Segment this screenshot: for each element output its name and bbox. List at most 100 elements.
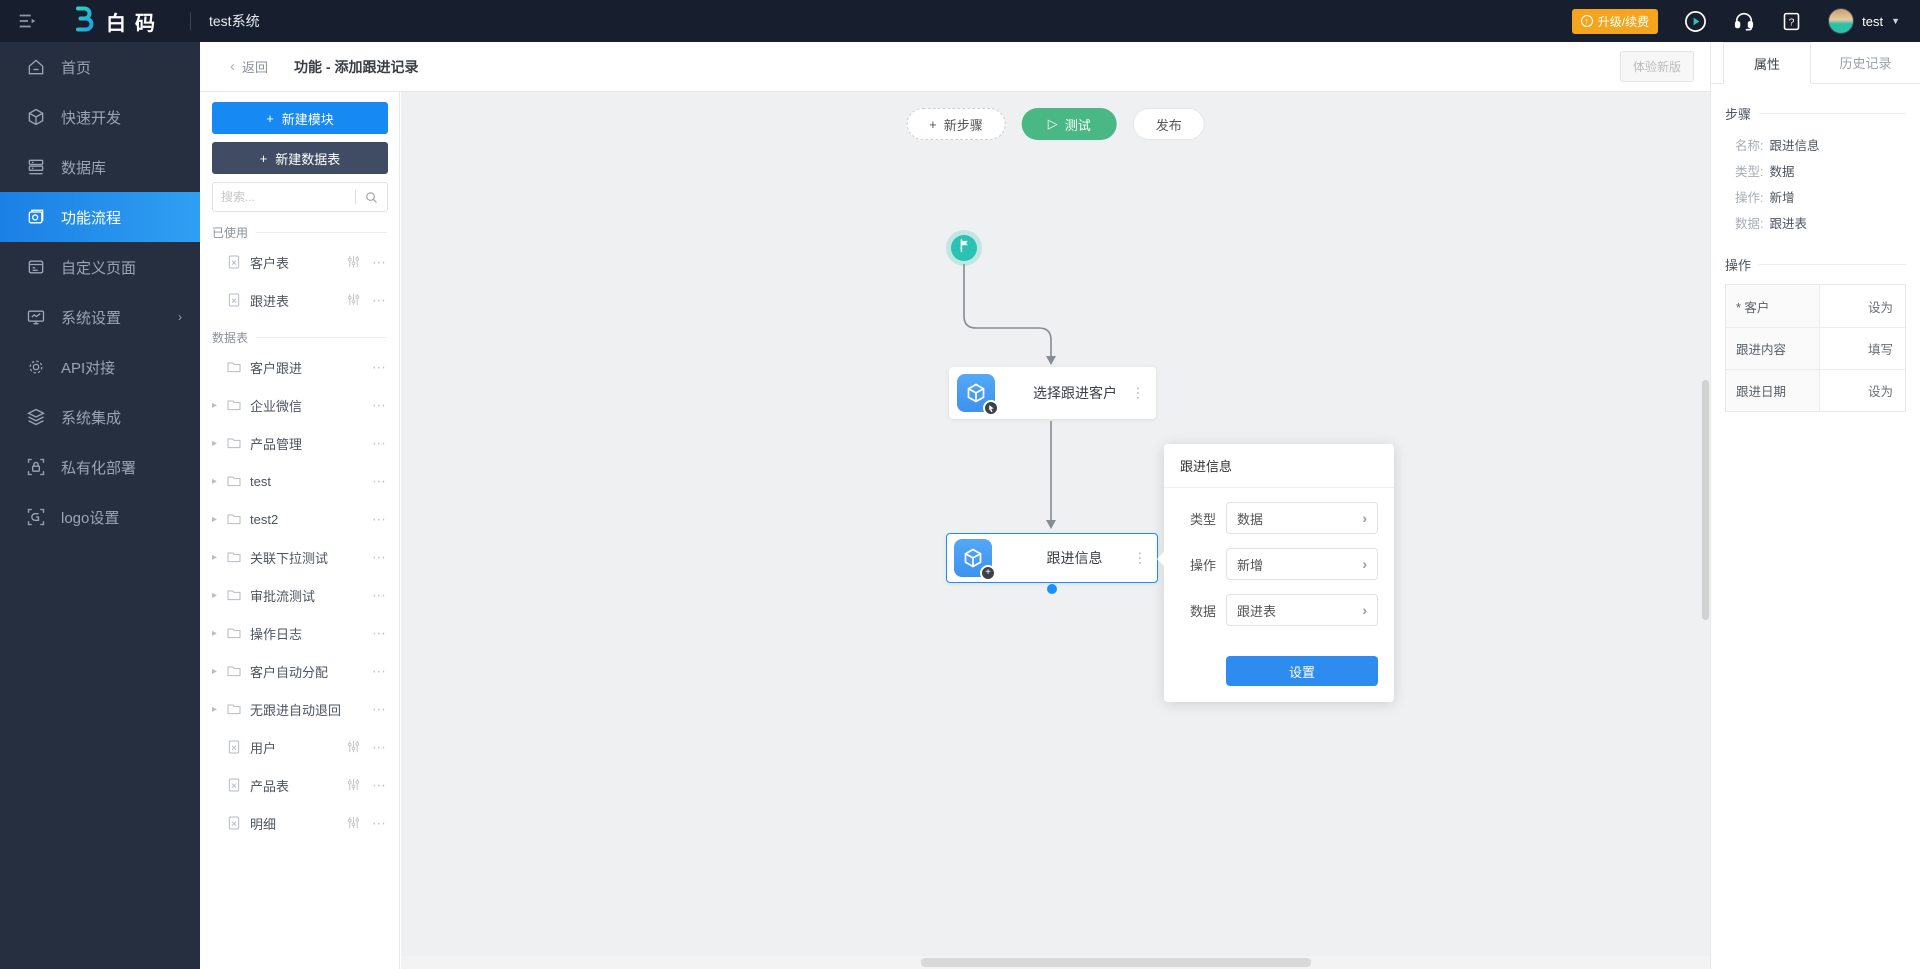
sidebar-item-api[interactable]: API对接 [0,342,200,392]
flow-canvas[interactable]: + 新步骤 ▷ 测试 发布 选择跟进客户 [401,92,1710,969]
search-input[interactable] [221,190,355,204]
sidebar-item-system-settings[interactable]: 系统设置 › [0,292,200,342]
sliders-icon[interactable] [346,739,362,755]
caret-icon[interactable]: ▸ [212,437,218,449]
list-item-folder[interactable]: ▸ test ⋯ [212,462,387,500]
caret-icon[interactable]: ▸ [212,399,218,411]
sidebar-item-logo-settings[interactable]: logo设置 [0,492,200,542]
sliders-icon[interactable] [346,777,362,793]
item-label: 客户自动分配 [250,664,329,680]
list-item-file[interactable]: 用户 ⋯ [212,728,387,766]
brand-logo[interactable]: 白码 [70,6,164,37]
list-item-file[interactable]: 产品表 ⋯ [212,766,387,804]
horizontal-scrollbar-track[interactable] [401,956,1710,969]
sidebar-item-quick-dev[interactable]: 快速开发 [0,92,200,142]
node-menu-icon[interactable]: ⋮ [1131,384,1145,401]
sidebar-item-database[interactable]: 数据库 [0,142,200,192]
sidebar-item-private-deploy[interactable]: 私有化部署 [0,442,200,492]
sidebar-item-integration[interactable]: 系统集成 [0,392,200,442]
more-icon[interactable]: ⋯ [372,434,387,451]
folder-icon [226,435,242,451]
user-menu[interactable]: test ▼ [1828,8,1900,34]
sidebar-item-flows[interactable]: 功能流程 [0,192,200,242]
node-followup-info[interactable]: + 跟进信息 ⋮ [946,533,1158,583]
new-table-button[interactable]: + 新建数据表 [212,142,388,174]
sidebar-collapse-icon[interactable] [0,10,56,32]
new-step-button[interactable]: + 新步骤 [906,108,1006,140]
sidebar-item-home[interactable]: 首页 [0,42,200,92]
list-item-folder[interactable]: ▸ 企业微信 ⋯ [212,386,387,424]
more-icon[interactable]: ⋯ [372,396,387,413]
more-icon[interactable]: ⋯ [372,291,387,308]
new-table-label: 新建数据表 [275,151,341,167]
nav-label: 数据库 [61,159,107,177]
list-item-folder[interactable]: ▸ 产品管理 ⋯ [212,424,387,462]
settings-button[interactable]: 设置 [1226,656,1378,686]
sidebar-item-custom-pages[interactable]: 自定义页面 [0,242,200,292]
list-item-folder[interactable]: ▸ 操作日志 ⋯ [212,614,387,652]
node-menu-icon[interactable]: ⋮ [1133,549,1147,566]
node-select-customer[interactable]: 选择跟进客户 ⋮ [949,367,1156,419]
more-icon[interactable]: ⋯ [372,510,387,527]
list-item-folder[interactable]: ▸ 关联下拉测试 ⋯ [212,538,387,576]
start-node[interactable] [951,235,977,261]
more-icon[interactable]: ⋯ [372,472,387,489]
caret-icon[interactable]: ▸ [212,513,218,525]
try-new-version-button[interactable]: 体验新版 [1619,51,1694,82]
caret-icon[interactable]: ▸ [212,703,218,715]
tab-history[interactable]: 历史记录 [1839,56,1892,71]
caret-icon[interactable]: ▸ [212,665,218,677]
play-tour-icon[interactable] [1684,10,1707,33]
more-icon[interactable]: ⋯ [372,358,387,375]
more-icon[interactable]: ⋯ [372,776,387,793]
header-bar: ‹ 返回 功能 - 添加跟进记录 体验新版 [200,42,1710,92]
publish-button[interactable]: 发布 [1132,108,1205,140]
list-item-file[interactable]: 明细 ⋯ [212,804,387,842]
data-step-icon [957,374,999,416]
caret-icon[interactable]: ▸ [212,627,218,639]
operation-select[interactable]: 新增 › [1226,548,1378,580]
more-icon[interactable]: ⋯ [372,548,387,565]
new-module-button[interactable]: + 新建模块 [212,102,388,134]
list-item-folder[interactable]: ▸ 客户自动分配 ⋯ [212,652,387,690]
more-icon[interactable]: ⋯ [372,738,387,755]
more-icon[interactable]: ⋯ [372,586,387,603]
vertical-scrollbar[interactable] [1702,380,1709,620]
item-label: test2 [250,511,279,527]
list-item-folder[interactable]: ▸ test2 ⋯ [212,500,387,538]
search-icon[interactable] [364,190,379,205]
sliders-icon[interactable] [346,254,362,270]
data-select[interactable]: 跟进表 › [1226,594,1378,626]
sliders-icon[interactable] [346,815,362,831]
more-icon[interactable]: ⋯ [372,253,387,270]
list-item-folder[interactable]: ▸ 审批流测试 ⋯ [212,576,387,614]
caret-icon[interactable]: ▸ [212,475,218,487]
list-item-folder[interactable]: 客户跟进 ⋯ [212,348,387,386]
action-value[interactable]: 填写 [1867,343,1893,357]
more-icon[interactable]: ⋯ [372,700,387,717]
horizontal-scrollbar-thumb[interactable] [921,958,1311,967]
back-button[interactable]: ‹ 返回 [230,57,268,76]
more-icon[interactable]: ⋯ [372,624,387,641]
list-item-followup-table[interactable]: 跟进表 ⋯ [212,281,387,319]
tab-properties[interactable]: 属性 [1723,42,1811,84]
section-used: 已使用 [212,224,387,241]
caret-icon[interactable]: ▸ [212,589,218,601]
field-value: 新增 [1769,191,1795,205]
logo-icon [70,6,96,37]
test-button[interactable]: ▷ 测试 [1021,108,1117,140]
support-headset-icon[interactable] [1733,10,1755,32]
help-doc-icon[interactable] [1781,11,1802,32]
action-value[interactable]: 设为 [1867,385,1893,399]
list-item-customer-table[interactable]: 客户表 ⋯ [212,243,387,281]
upgrade-badge[interactable]: ↑ 升级/续费 [1571,8,1659,34]
more-icon[interactable]: ⋯ [372,814,387,831]
sliders-icon[interactable] [346,292,362,308]
type-select[interactable]: 数据 › [1226,502,1378,534]
action-value[interactable]: 设为 [1867,300,1893,315]
list-item-folder[interactable]: ▸ 无跟进自动退回 ⋯ [212,690,387,728]
connection-point[interactable] [1047,584,1057,594]
more-icon[interactable]: ⋯ [372,662,387,679]
item-label: 用户 [250,740,277,756]
caret-icon[interactable]: ▸ [212,551,218,563]
